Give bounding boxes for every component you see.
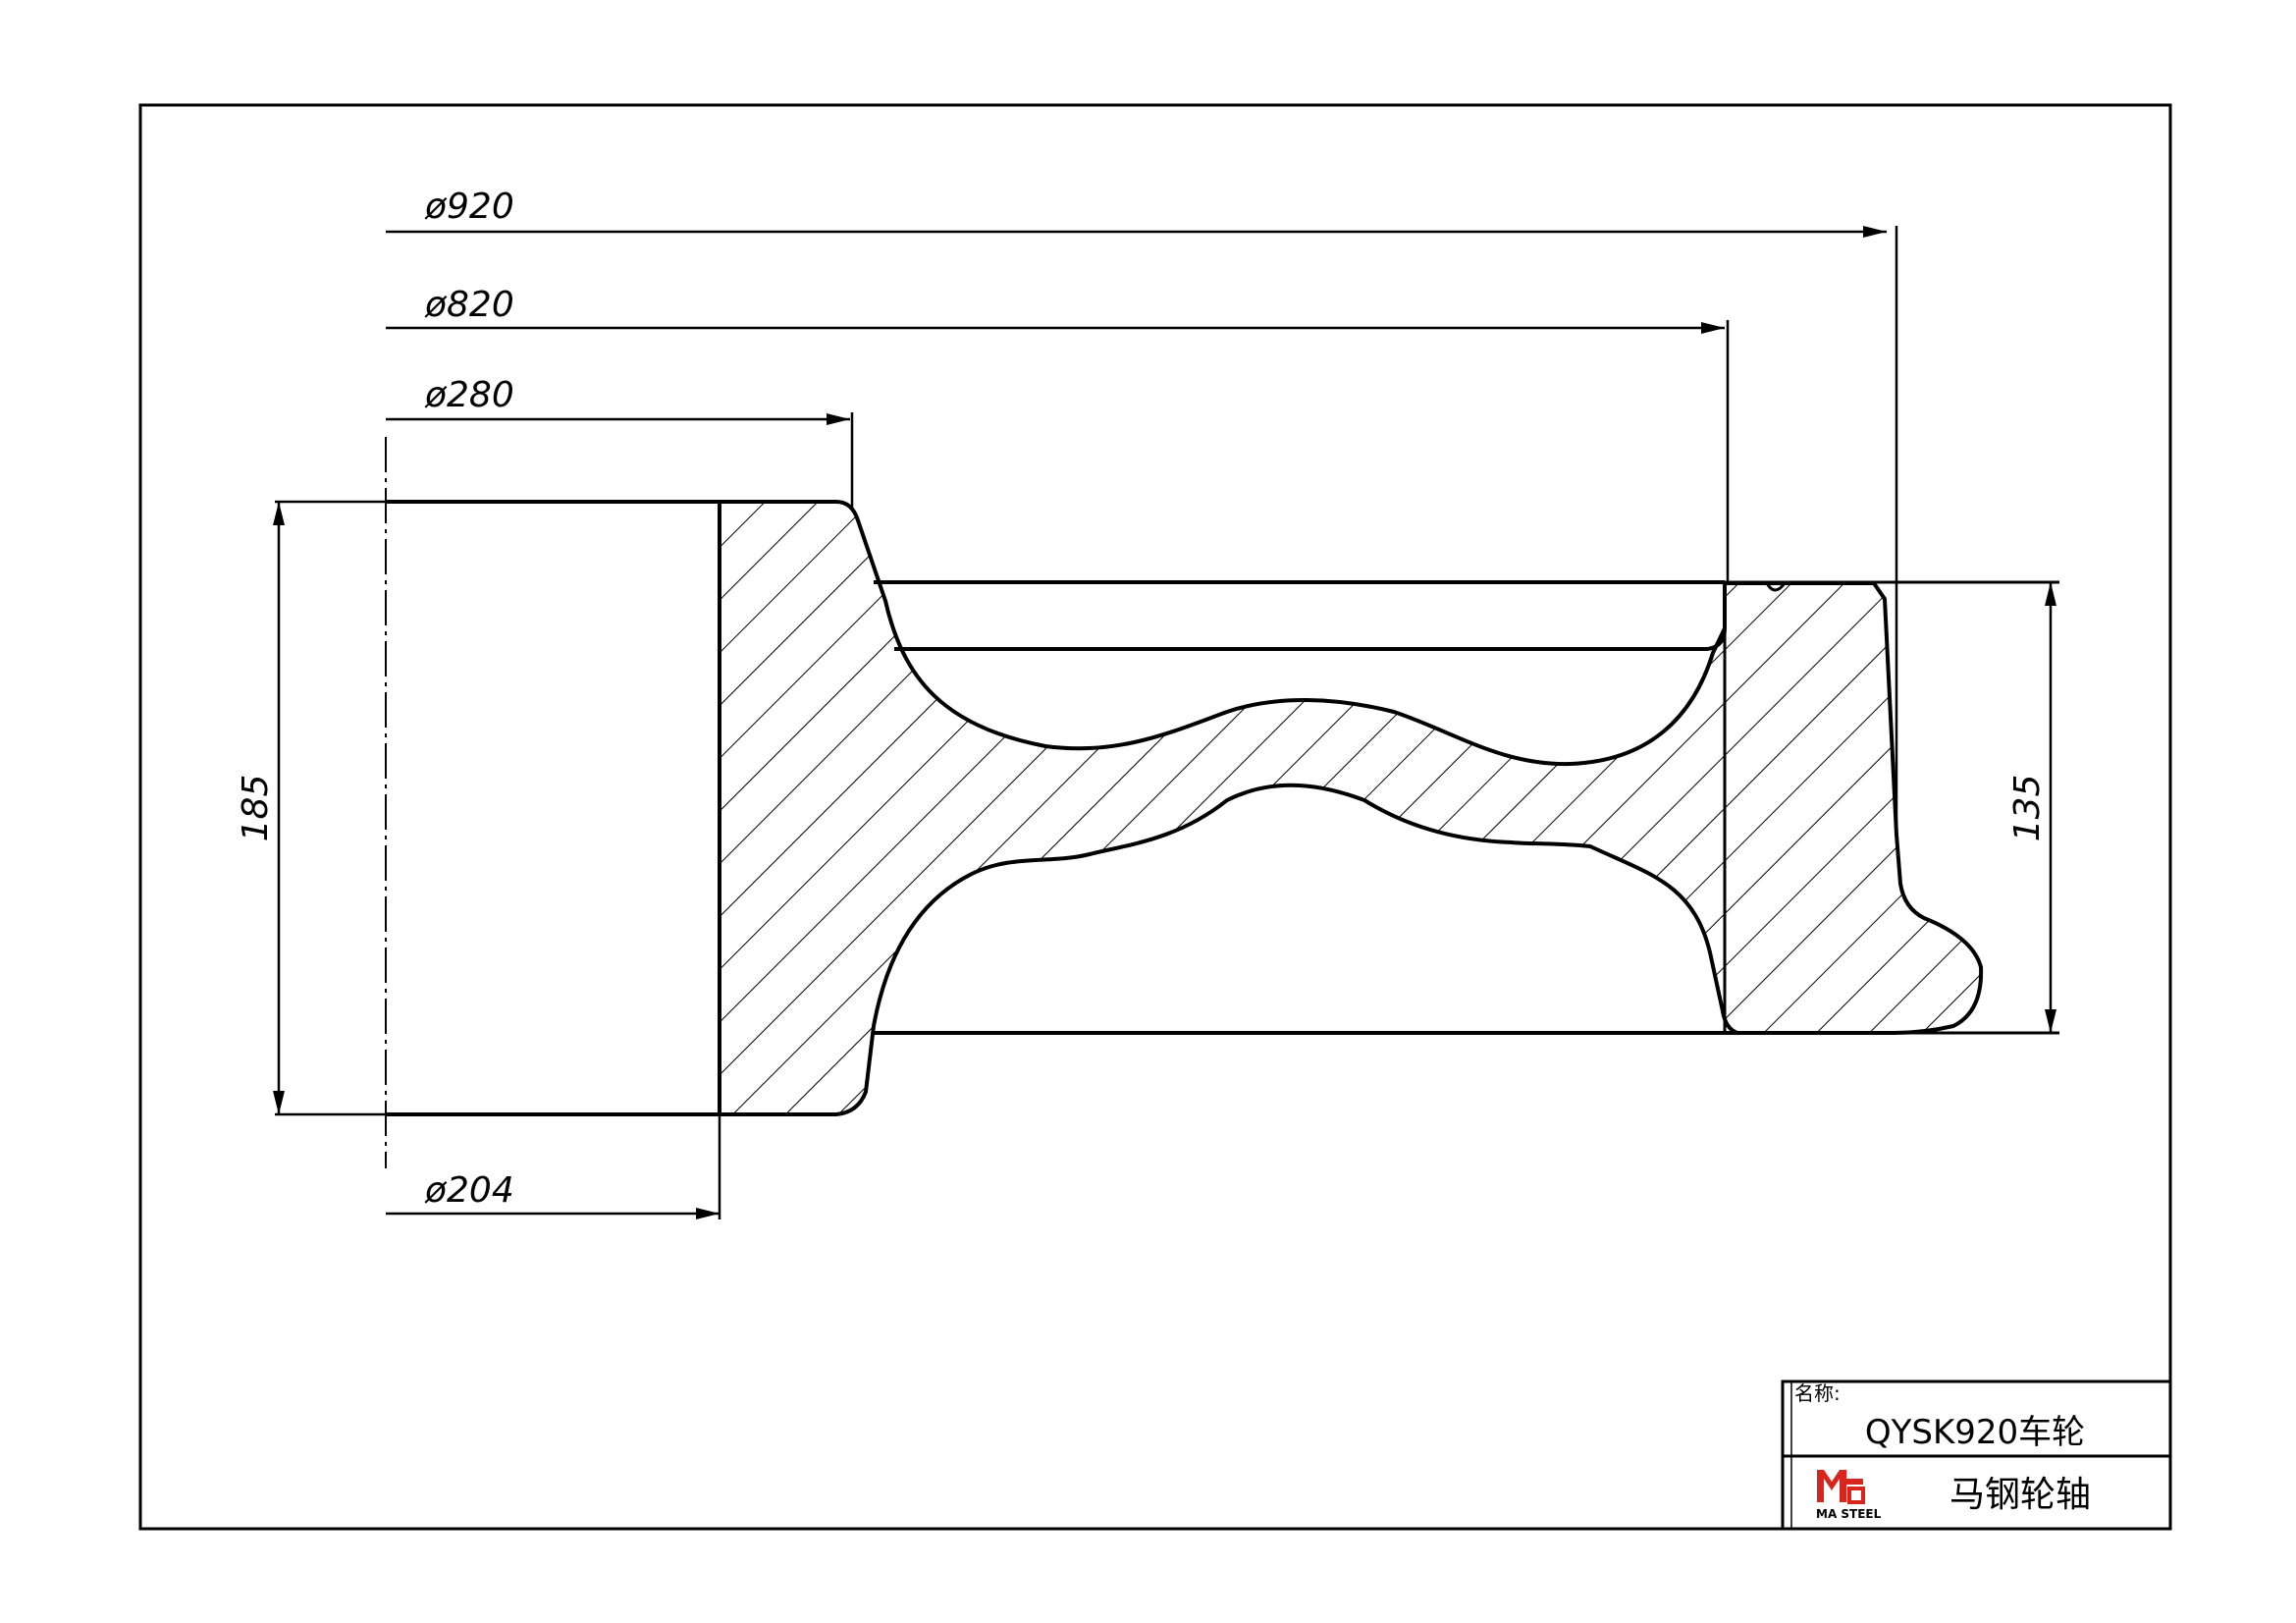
dim-diameter-280: ø280 [424, 375, 514, 415]
dim-hub-width-185: 185 [236, 775, 276, 842]
ma-steel-logo-icon: MA STEEL [1816, 1470, 1882, 1521]
dim-diameter-204: ø204 [424, 1170, 514, 1211]
dim-diameter-920: ø920 [424, 187, 514, 227]
title-block: 名称: QYSK920车轮 MA STEEL 马钢轮轴 [1781, 1380, 2172, 1531]
drawing-border [138, 103, 2172, 1531]
part-name: QYSK920车轮 [1865, 1413, 2085, 1452]
company-name: 马钢轮轴 [1949, 1475, 2091, 1515]
dim-rim-width-135: 135 [2007, 775, 2048, 842]
svg-text:MA STEEL: MA STEEL [1816, 1507, 1882, 1521]
dim-diameter-820: ø820 [424, 285, 514, 325]
title-block-name-label: 名称: [1794, 1381, 1841, 1405]
wheel-section [718, 500, 1984, 1116]
